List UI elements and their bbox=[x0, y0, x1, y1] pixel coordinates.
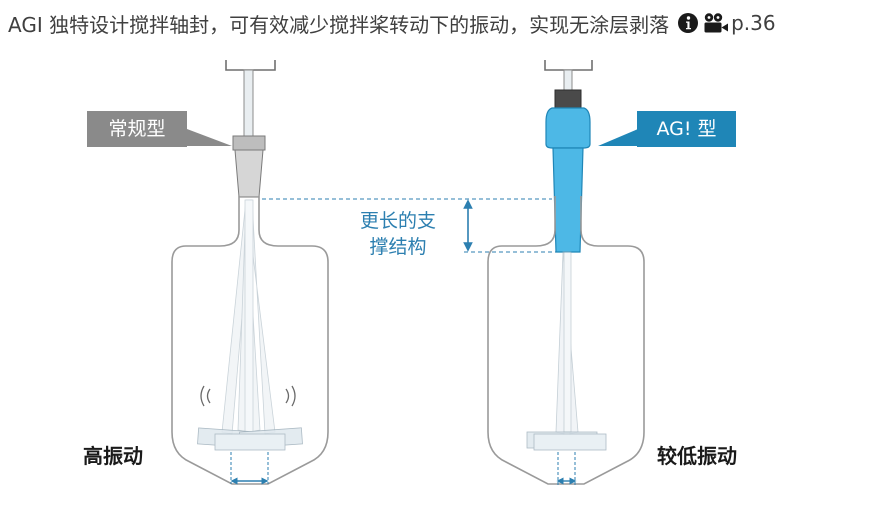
video-camera-icon[interactable] bbox=[703, 12, 729, 34]
right-tag-pointer bbox=[598, 129, 638, 146]
conventional-type-tag: 常规型 bbox=[87, 111, 187, 147]
high-vibration-label: 高振动 bbox=[83, 444, 143, 468]
longer-support-label: 更长的支 撑结构 bbox=[352, 208, 444, 260]
ag-type-tag: AG! 型 bbox=[637, 111, 736, 147]
lower-vibration-label: 较低振动 bbox=[657, 444, 737, 468]
left-shaft bbox=[243, 69, 254, 139]
right-seal-cap bbox=[554, 89, 582, 109]
page-reference[interactable]: p.36 bbox=[731, 11, 776, 35]
right-seal-housing bbox=[545, 107, 591, 149]
info-icon[interactable] bbox=[677, 12, 699, 34]
right-shaft-top bbox=[563, 69, 573, 91]
support-length-indicator bbox=[262, 198, 556, 253]
left-impeller bbox=[197, 427, 303, 451]
support-label-line1: 更长的支 bbox=[359, 210, 436, 232]
left-seal-body bbox=[234, 149, 264, 198]
support-label-line2: 撑结构 bbox=[369, 236, 427, 258]
header: AGI 独特设计搅拌轴封，可有效减少搅拌桨转动下的振动，实现无涂层剥落 p.36 bbox=[8, 8, 776, 38]
right-long-support bbox=[552, 147, 584, 253]
left-seal-cap bbox=[232, 135, 266, 151]
right-drive-bracket bbox=[544, 60, 593, 71]
left-vibration-marks bbox=[200, 385, 296, 407]
left-shaft-sway bbox=[221, 199, 276, 435]
left-assembly bbox=[171, 60, 329, 485]
header-icons bbox=[677, 12, 729, 34]
right-assembly bbox=[487, 60, 645, 486]
left-drive-bracket bbox=[225, 60, 276, 71]
right-impeller bbox=[526, 431, 607, 451]
left-tag-pointer bbox=[187, 129, 232, 146]
header-text: AGI 独特设计搅拌轴封，可有效减少搅拌桨转动下的振动，实现无涂层剥落 bbox=[8, 12, 670, 37]
right-shaft-sway bbox=[555, 251, 579, 435]
